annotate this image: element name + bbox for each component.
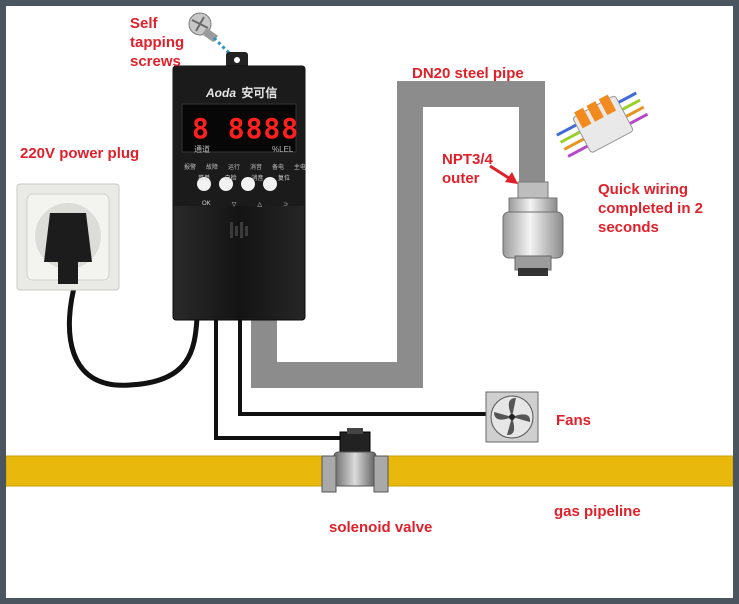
- gas-sensor-icon: [502, 181, 564, 276]
- fans-label: Fans: [556, 412, 592, 429]
- screws-label-line: screws: [130, 53, 181, 70]
- status-label: 消音: [249, 165, 262, 171]
- button-label-row: 菜单 自检 消音 复位: [198, 173, 290, 182]
- down-symbol: ▽: [231, 202, 237, 208]
- reset-button-label: 复位: [277, 176, 290, 182]
- status-label-row: 报警 故障 运行 消音 备电 主电: [184, 162, 306, 171]
- button-symbol-row: OK ▽ △ ⊃: [202, 201, 288, 208]
- gas-detector-device: [172, 52, 306, 321]
- status-label: 故障: [205, 165, 218, 171]
- quick-wiring-line: completed in 2: [598, 200, 704, 217]
- scene-drawing: [6, 12, 733, 493]
- quick-connector-icon: [556, 91, 649, 158]
- led-display-readout: 8 8888: [192, 112, 300, 145]
- quick-wiring-line: Quick wiring: [598, 181, 689, 198]
- status-label: 报警: [184, 165, 197, 171]
- screws-label-line: Self: [130, 15, 158, 32]
- steel-pipe-label: DN20 steel pipe: [412, 65, 524, 82]
- npt-arrow-icon: [489, 164, 518, 184]
- power-cable: [66, 277, 200, 388]
- ok-symbol: OK: [202, 201, 211, 207]
- mute-button-label: 消音: [251, 176, 264, 182]
- brand-latin: Aoda: [206, 86, 236, 100]
- selftest-button-label: 自检: [224, 176, 237, 182]
- npt-label-line: outer: [442, 170, 480, 187]
- fan-cable: [238, 318, 488, 416]
- npt-label: NPT3/4 outer: [442, 150, 493, 188]
- screws-label-line: tapping: [130, 34, 185, 51]
- screws-label: Self tapping screws: [130, 14, 184, 71]
- display-channel-label: 通道: [194, 145, 210, 154]
- valve-cable: [214, 318, 345, 440]
- gas-pipeline-label: gas pipeline: [554, 503, 641, 520]
- quick-wiring-line: seconds: [598, 219, 659, 236]
- npt-label-line: NPT3/4: [442, 151, 493, 168]
- steel-pipe: [251, 81, 545, 388]
- status-label: 主电: [293, 165, 306, 171]
- status-label: 备电: [271, 165, 284, 171]
- solenoid-valve-icon: [321, 428, 389, 493]
- status-label: 运行: [227, 165, 240, 171]
- display-unit-label: %LEL: [272, 145, 294, 154]
- quick-wiring-label: Quick wiring completed in 2 seconds: [598, 180, 703, 237]
- brand-chinese: 安可信: [241, 86, 278, 100]
- device-brand: Aoda 安可信: [206, 84, 277, 101]
- solenoid-valve-label: solenoid valve: [329, 519, 433, 536]
- menu-button-label: 菜单: [198, 176, 211, 182]
- back-symbol: ⊃: [282, 202, 288, 208]
- power-plug-label: 220V power plug: [20, 145, 140, 162]
- wall-socket-icon: [16, 183, 120, 291]
- fan-icon: [485, 391, 539, 443]
- up-symbol: △: [257, 202, 262, 208]
